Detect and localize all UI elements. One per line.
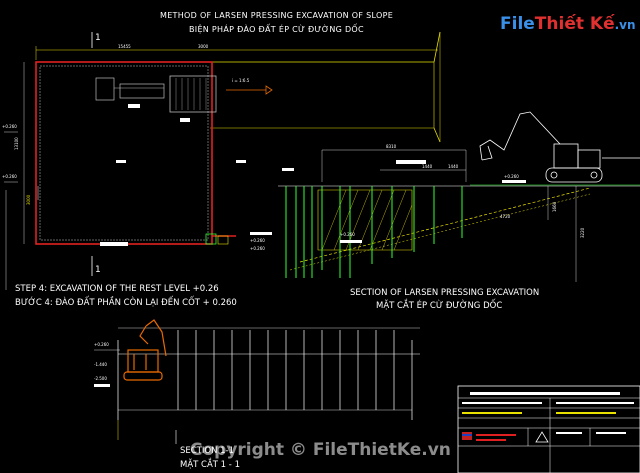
slope-section-title-vi: MẶT CẮT ÉP CỪ ĐƯỜNG DỐC <box>376 301 503 311</box>
svg-text:+0.260: +0.260 <box>2 124 17 129</box>
title-block <box>457 385 640 473</box>
excavator-orange-icon <box>123 319 167 381</box>
svg-text:4720: 4720 <box>500 214 511 219</box>
logo-part-thietke: Thiết Kế <box>534 14 615 34</box>
step-label-vi: BƯỚC 4: ĐÀO ĐẤT PHẦN CÒN LẠI ĐẾN CỐT + 0… <box>15 298 237 308</box>
svg-text:+0.260: +0.260 <box>94 342 109 347</box>
logo-part-domain: .vn <box>614 18 636 32</box>
svg-text:+0.260: +0.260 <box>2 174 17 179</box>
svg-text:8310: 8310 <box>386 144 397 149</box>
svg-text:3000: 3000 <box>198 44 209 49</box>
plan-title-en: METHOD OF LARSEN PRESSING EXCAVATION OF … <box>160 11 394 20</box>
svg-text:13100: 13100 <box>14 137 19 150</box>
slope-section-title-en: SECTION OF LARSEN PRESSING EXCAVATION <box>350 288 540 298</box>
svg-text:i = 1:6.5: i = 1:6.5 <box>232 78 250 83</box>
site-logo: FileThiết Kế.vn <box>500 14 636 34</box>
step-label-en: STEP 4: EXCAVATION OF THE REST LEVEL +0.… <box>15 284 219 294</box>
plan-view: 15455 3000 13100 3000 i = 1:6.5 <box>2 31 441 290</box>
svg-text:1440: 1440 <box>422 164 433 169</box>
svg-text:3220: 3220 <box>580 227 585 238</box>
copyright-watermark: Copyright © FileThietKe.vn <box>190 440 451 460</box>
svg-text:+0.260: +0.260 <box>250 246 265 251</box>
excavator-icon <box>479 111 640 183</box>
svg-text:1660: 1660 <box>552 201 557 212</box>
section-11-title-en: SECTION 1-1 <box>180 446 235 456</box>
section-11-title-vi: MẶT CẮT 1 - 1 <box>180 460 240 470</box>
svg-text:+0.260: +0.260 <box>504 174 519 179</box>
svg-text:3000: 3000 <box>26 194 31 205</box>
axis-mark-top: 1 <box>95 33 102 43</box>
slope-section: 8310 1440 1440 <box>278 111 640 282</box>
logo-part-file: File <box>500 14 535 34</box>
svg-text:-1.440: -1.440 <box>94 362 107 367</box>
axis-mark-bottom: 1 <box>95 265 102 275</box>
svg-text:-2.500: -2.500 <box>94 376 107 381</box>
svg-text:+0.260: +0.260 <box>340 232 355 237</box>
svg-text:1440: 1440 <box>448 164 459 169</box>
section-1-1: +0.260 -1.440 -2.500 <box>94 319 420 444</box>
svg-text:+0.260: +0.260 <box>250 238 265 243</box>
svg-text:15455: 15455 <box>118 44 131 49</box>
plan-title-vi: BIỆN PHÁP ĐÀO ĐẤT ÉP CỪ ĐƯỜNG DỐC <box>189 25 364 34</box>
